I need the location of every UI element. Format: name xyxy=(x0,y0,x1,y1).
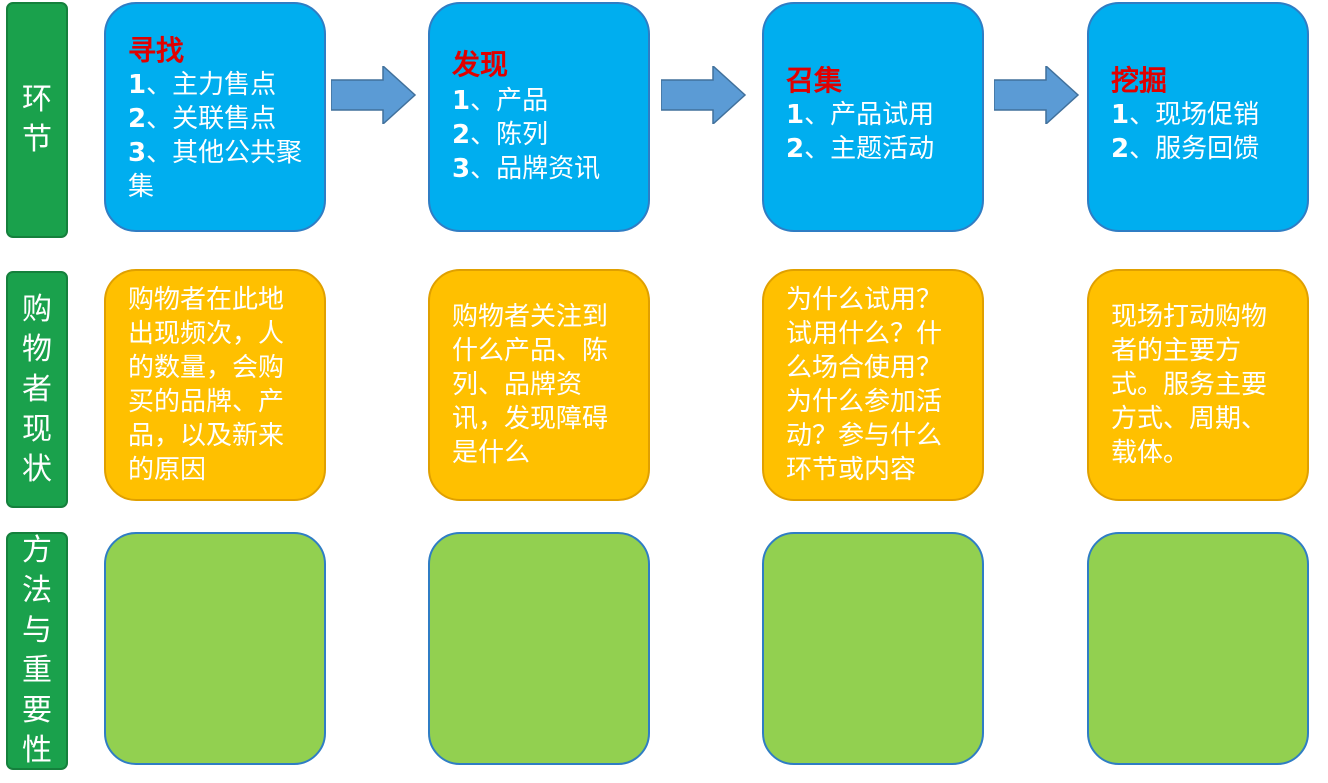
stage-item: 2、服务回馈 xyxy=(1111,134,1260,164)
row-label-stage: 环节 xyxy=(6,2,68,238)
right-arrow-icon xyxy=(994,66,1080,124)
stage-item: 1、现场促销 xyxy=(1111,100,1260,130)
stage-item: 2、主题活动 xyxy=(786,134,935,164)
status-text: 购物者关注到什么产品、陈列、品牌资讯，发现障碍是什么 xyxy=(452,302,609,468)
method-box-4 xyxy=(1087,532,1309,765)
stage-item: 3、其他公共聚集 xyxy=(128,138,303,202)
stage-item: 2、关联售点 xyxy=(128,104,277,134)
status-box-1: 购物者在此地出现频次，人的数量，会购买的品牌、产品，以及新来的原因 xyxy=(104,269,326,501)
status-text: 购物者在此地出现频次，人的数量，会购买的品牌、产品，以及新来的原因 xyxy=(128,285,285,485)
stage-title: 寻找 xyxy=(128,34,185,67)
method-box-3 xyxy=(762,532,984,765)
method-box-2 xyxy=(428,532,650,765)
status-text: 现场打动购物者的主要方式。服务主要方式、周期、载体。 xyxy=(1111,302,1268,468)
status-box-2: 购物者关注到什么产品、陈列、品牌资讯，发现障碍是什么 xyxy=(428,269,650,501)
status-text: 为什么试用？试用什么？什么场合使用？为什么参加活动？参与什么环节或内容 xyxy=(786,285,943,485)
stage-title: 召集 xyxy=(786,64,843,97)
stage-box-2: 发现 1、产品 2、陈列 3、品牌资讯 xyxy=(428,2,650,232)
stage-box-3: 召集 1、产品试用 2、主题活动 xyxy=(762,2,984,232)
stage-item: 3、品牌资讯 xyxy=(452,154,601,184)
status-box-4: 现场打动购物者的主要方式。服务主要方式、周期、载体。 xyxy=(1087,269,1309,501)
stage-title: 发现 xyxy=(452,48,509,81)
method-box-1 xyxy=(104,532,326,765)
stage-item: 1、主力售点 xyxy=(128,70,277,100)
stage-item: 1、产品试用 xyxy=(786,100,935,130)
status-box-3: 为什么试用？试用什么？什么场合使用？为什么参加活动？参与什么环节或内容 xyxy=(762,269,984,501)
stage-box-1: 寻找 1、主力售点 2、关联售点 3、其他公共聚集 xyxy=(104,2,326,232)
stage-box-4: 挖掘 1、现场促销 2、服务回馈 xyxy=(1087,2,1309,232)
right-arrow-icon xyxy=(331,66,417,124)
row-label-shopper-status: 购物者现状 xyxy=(6,271,68,508)
right-arrow-icon xyxy=(661,66,747,124)
row-label-method: 方法与重要性 xyxy=(6,532,68,770)
stage-title: 挖掘 xyxy=(1111,64,1168,97)
stage-item: 1、产品 xyxy=(452,86,549,116)
stage-item: 2、陈列 xyxy=(452,120,549,150)
